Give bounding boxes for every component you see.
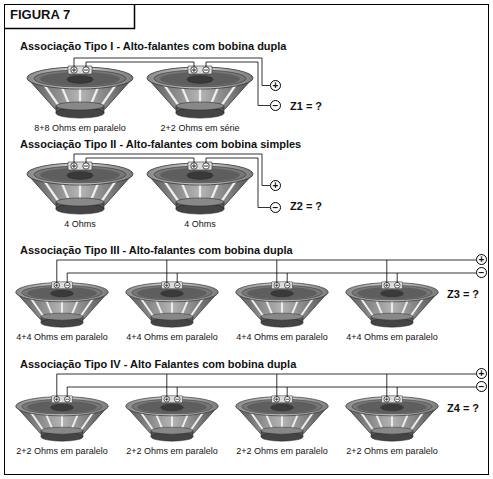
section-heading: Associação Tipo IV - Alto Falantes com b…: [20, 358, 296, 370]
speaker-label: 2+2 Ohms em paralelo: [346, 446, 437, 456]
terminal-symbol: −: [270, 100, 281, 111]
speaker-label: 4+4 Ohms em paralelo: [16, 332, 107, 342]
speaker-label: 4+4 Ohms em paralelo: [126, 332, 217, 342]
terminal-symbol: −: [270, 202, 281, 213]
terminal-symbol: +: [270, 80, 281, 91]
speaker-label: 4 Ohms: [184, 219, 216, 229]
terminal-symbol: +: [270, 180, 281, 191]
impedance-label: Z3 = ?: [447, 288, 479, 300]
impedance-label: Z1 = ?: [290, 100, 322, 112]
speaker-label: 4+4 Ohms em paralelo: [346, 332, 437, 342]
terminal-symbol: +: [476, 368, 487, 379]
terminal-symbol: +: [476, 254, 487, 265]
speaker-label: 2+2 Ohms em paralelo: [126, 446, 217, 456]
speaker-label: 2+2 Ohms em série: [161, 123, 240, 133]
speaker-label: 2+2 Ohms em paralelo: [236, 446, 327, 456]
speaker-label: 2+2 Ohms em paralelo: [16, 446, 107, 456]
impedance-label: Z4 = ?: [447, 402, 479, 414]
figure-title: FIGURA 7: [10, 7, 70, 22]
speaker-label: 4 Ohms: [64, 219, 96, 229]
terminal-symbol: −: [476, 381, 487, 392]
speaker-label: 8+8 Ohms em paralelo: [34, 123, 125, 133]
terminal-symbol: −: [476, 267, 487, 278]
section-heading: Associação Tipo II - Alto-falantes com b…: [20, 138, 301, 150]
impedance-label: Z2 = ?: [290, 200, 322, 212]
section-heading: Associação Tipo III - Alto-falantes com …: [20, 244, 293, 256]
section-heading: Associação Tipo I - Alto-falantes com bo…: [20, 40, 286, 52]
speaker-label: 4+4 Ohms em paralelo: [236, 332, 327, 342]
